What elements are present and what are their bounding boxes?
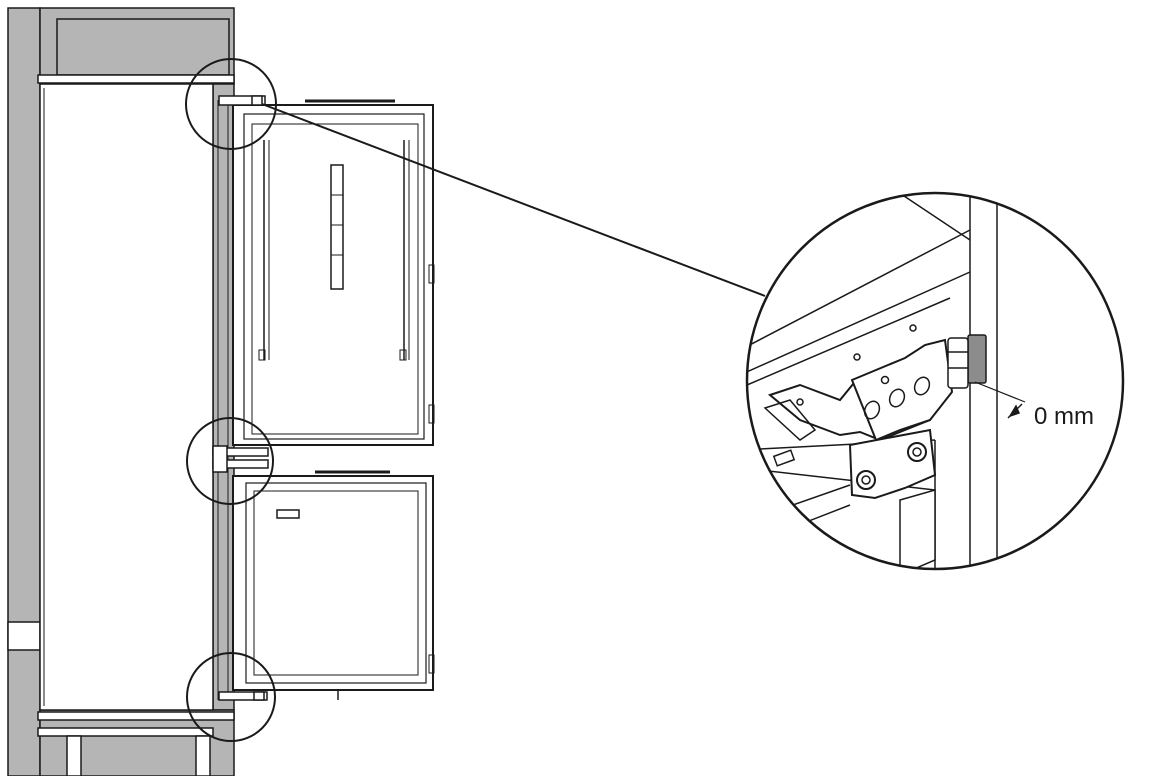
dimension-label: 0 mm bbox=[1034, 403, 1094, 430]
callout-circle-top bbox=[185, 58, 277, 150]
cabinet-foot-left bbox=[66, 735, 82, 776]
callout-circle-middle bbox=[186, 417, 274, 505]
cabinet-wall-notch bbox=[7, 621, 41, 651]
detail-hinge-slot-3 bbox=[913, 376, 931, 396]
top-hinge-part bbox=[218, 95, 266, 106]
detail-screw-2 bbox=[907, 442, 927, 462]
detail-top-edge-2 bbox=[747, 271, 971, 376]
cabinet-right-wall bbox=[212, 83, 235, 711]
detail-hinge-rivet-2 bbox=[796, 398, 804, 406]
appliance-side-panel bbox=[39, 83, 214, 711]
middle-hinge-block bbox=[212, 445, 228, 473]
detail-gap-leader bbox=[974, 381, 1026, 403]
dimension-arrow-icon bbox=[1008, 404, 1021, 418]
cabinet-section bbox=[7, 7, 235, 776]
detail-hinge-slot-1 bbox=[863, 400, 881, 420]
cabinet-plinth bbox=[37, 727, 214, 737]
dimension-annotation bbox=[1007, 403, 1023, 419]
cabinet-top-shelf bbox=[37, 74, 235, 84]
detail-lower-bracket-2 bbox=[899, 489, 936, 569]
appliance-body bbox=[39, 83, 229, 711]
callout-circle-bottom bbox=[186, 652, 276, 742]
bottom-hinge-pin bbox=[253, 691, 265, 701]
detail-door-end bbox=[967, 334, 987, 384]
detail-leader-line bbox=[261, 103, 766, 297]
hinge-callouts bbox=[185, 58, 277, 742]
detail-hinge-slot-2 bbox=[888, 388, 906, 408]
detail-lower-bracket bbox=[848, 428, 937, 500]
callout-bottom-hinge bbox=[186, 652, 276, 742]
cabinet-top-inner bbox=[56, 18, 230, 76]
upper-door-clip-4 bbox=[399, 349, 407, 361]
callout-middle-hinge bbox=[186, 417, 274, 505]
lower-door bbox=[232, 470, 435, 700]
detail-circle-outline bbox=[745, 191, 1125, 571]
detail-top-edge-4 bbox=[894, 193, 971, 241]
upper-door-clip-3 bbox=[258, 349, 266, 361]
lower-door-outer bbox=[232, 475, 434, 691]
detail-hinge-pin bbox=[947, 337, 969, 389]
detail-side-fitting bbox=[772, 449, 796, 467]
detail-hinge-rivet-1 bbox=[880, 375, 890, 385]
lower-door-liner bbox=[253, 490, 419, 676]
top-hinge-pin bbox=[251, 95, 263, 106]
detail-side-arm bbox=[763, 399, 817, 441]
detail-hinge-rivet-4 bbox=[909, 324, 917, 332]
upper-door-clip bbox=[428, 264, 435, 284]
detail-screw-1 bbox=[856, 470, 876, 490]
detail-top-edge-3 bbox=[747, 297, 951, 389]
upper-door-inner bbox=[243, 113, 425, 440]
lower-door-inner bbox=[245, 482, 427, 684]
detail-top-edge-1 bbox=[747, 229, 971, 351]
detail-magnified-view bbox=[745, 191, 1125, 571]
detail-screw-1-inner bbox=[861, 475, 871, 485]
upper-door-liner bbox=[251, 123, 419, 435]
cabinet-left-wall bbox=[7, 7, 41, 776]
lower-door-badge bbox=[276, 509, 300, 519]
bottom-hinge-part bbox=[218, 691, 268, 701]
upper-door bbox=[232, 99, 435, 446]
callout-top-hinge bbox=[185, 58, 277, 150]
lower-door-clip bbox=[428, 654, 435, 674]
cabinet-bottom-shelf bbox=[37, 711, 235, 721]
detail-screw-2-inner bbox=[912, 447, 922, 457]
upper-door-clip-2 bbox=[428, 404, 435, 424]
detail-hinge-rivet-3 bbox=[853, 353, 861, 361]
upper-door-handle bbox=[330, 164, 344, 290]
cabinet-foot-right bbox=[195, 735, 211, 776]
